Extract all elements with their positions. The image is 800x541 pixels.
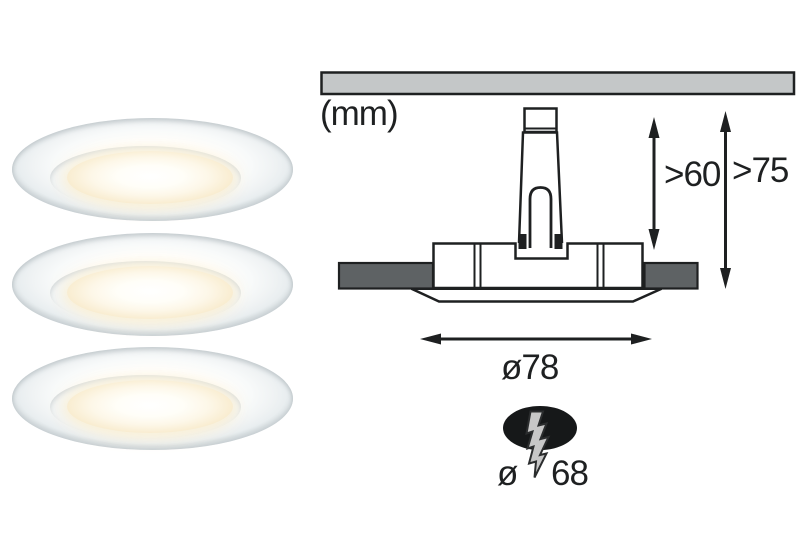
- dimension-arrow-60: [648, 117, 660, 250]
- stem-cap: [523, 107, 558, 134]
- contact-foot-right: [554, 234, 563, 249]
- dimension-label-75: >75: [732, 151, 788, 190]
- ceiling-cut-right: [643, 261, 699, 290]
- recessed-light-2: [12, 233, 293, 336]
- housing-body: [432, 242, 644, 290]
- diameter-arrow-78: [420, 333, 652, 345]
- cutout-diameter-value: 68: [551, 454, 588, 493]
- dimension-diagram: (mm) >60: [320, 71, 796, 493]
- ceiling-cut-left: [337, 261, 435, 290]
- unit-label: (mm): [320, 94, 398, 133]
- dimension-arrow-75: [720, 111, 731, 289]
- dimension-label-60: >60: [664, 155, 721, 194]
- cutout-diameter-symbol: ø: [497, 454, 518, 493]
- recessed-light-1: [12, 118, 293, 221]
- ceiling-panel: [320, 71, 796, 96]
- recessed-light-3: [12, 347, 293, 450]
- lightning-bolt-icon: [525, 410, 551, 478]
- light-lamp-glow: [67, 380, 233, 433]
- bezel-trim: [410, 287, 663, 303]
- light-lamp-glow: [67, 151, 233, 204]
- mounting-clip-lines: [473, 243, 605, 288]
- lamp-holder-channel: [528, 186, 553, 248]
- light-lamp-glow: [67, 266, 233, 319]
- product-photo: [0, 0, 310, 541]
- diameter-label-78: ø78: [501, 348, 558, 387]
- contact-foot-left: [518, 234, 527, 249]
